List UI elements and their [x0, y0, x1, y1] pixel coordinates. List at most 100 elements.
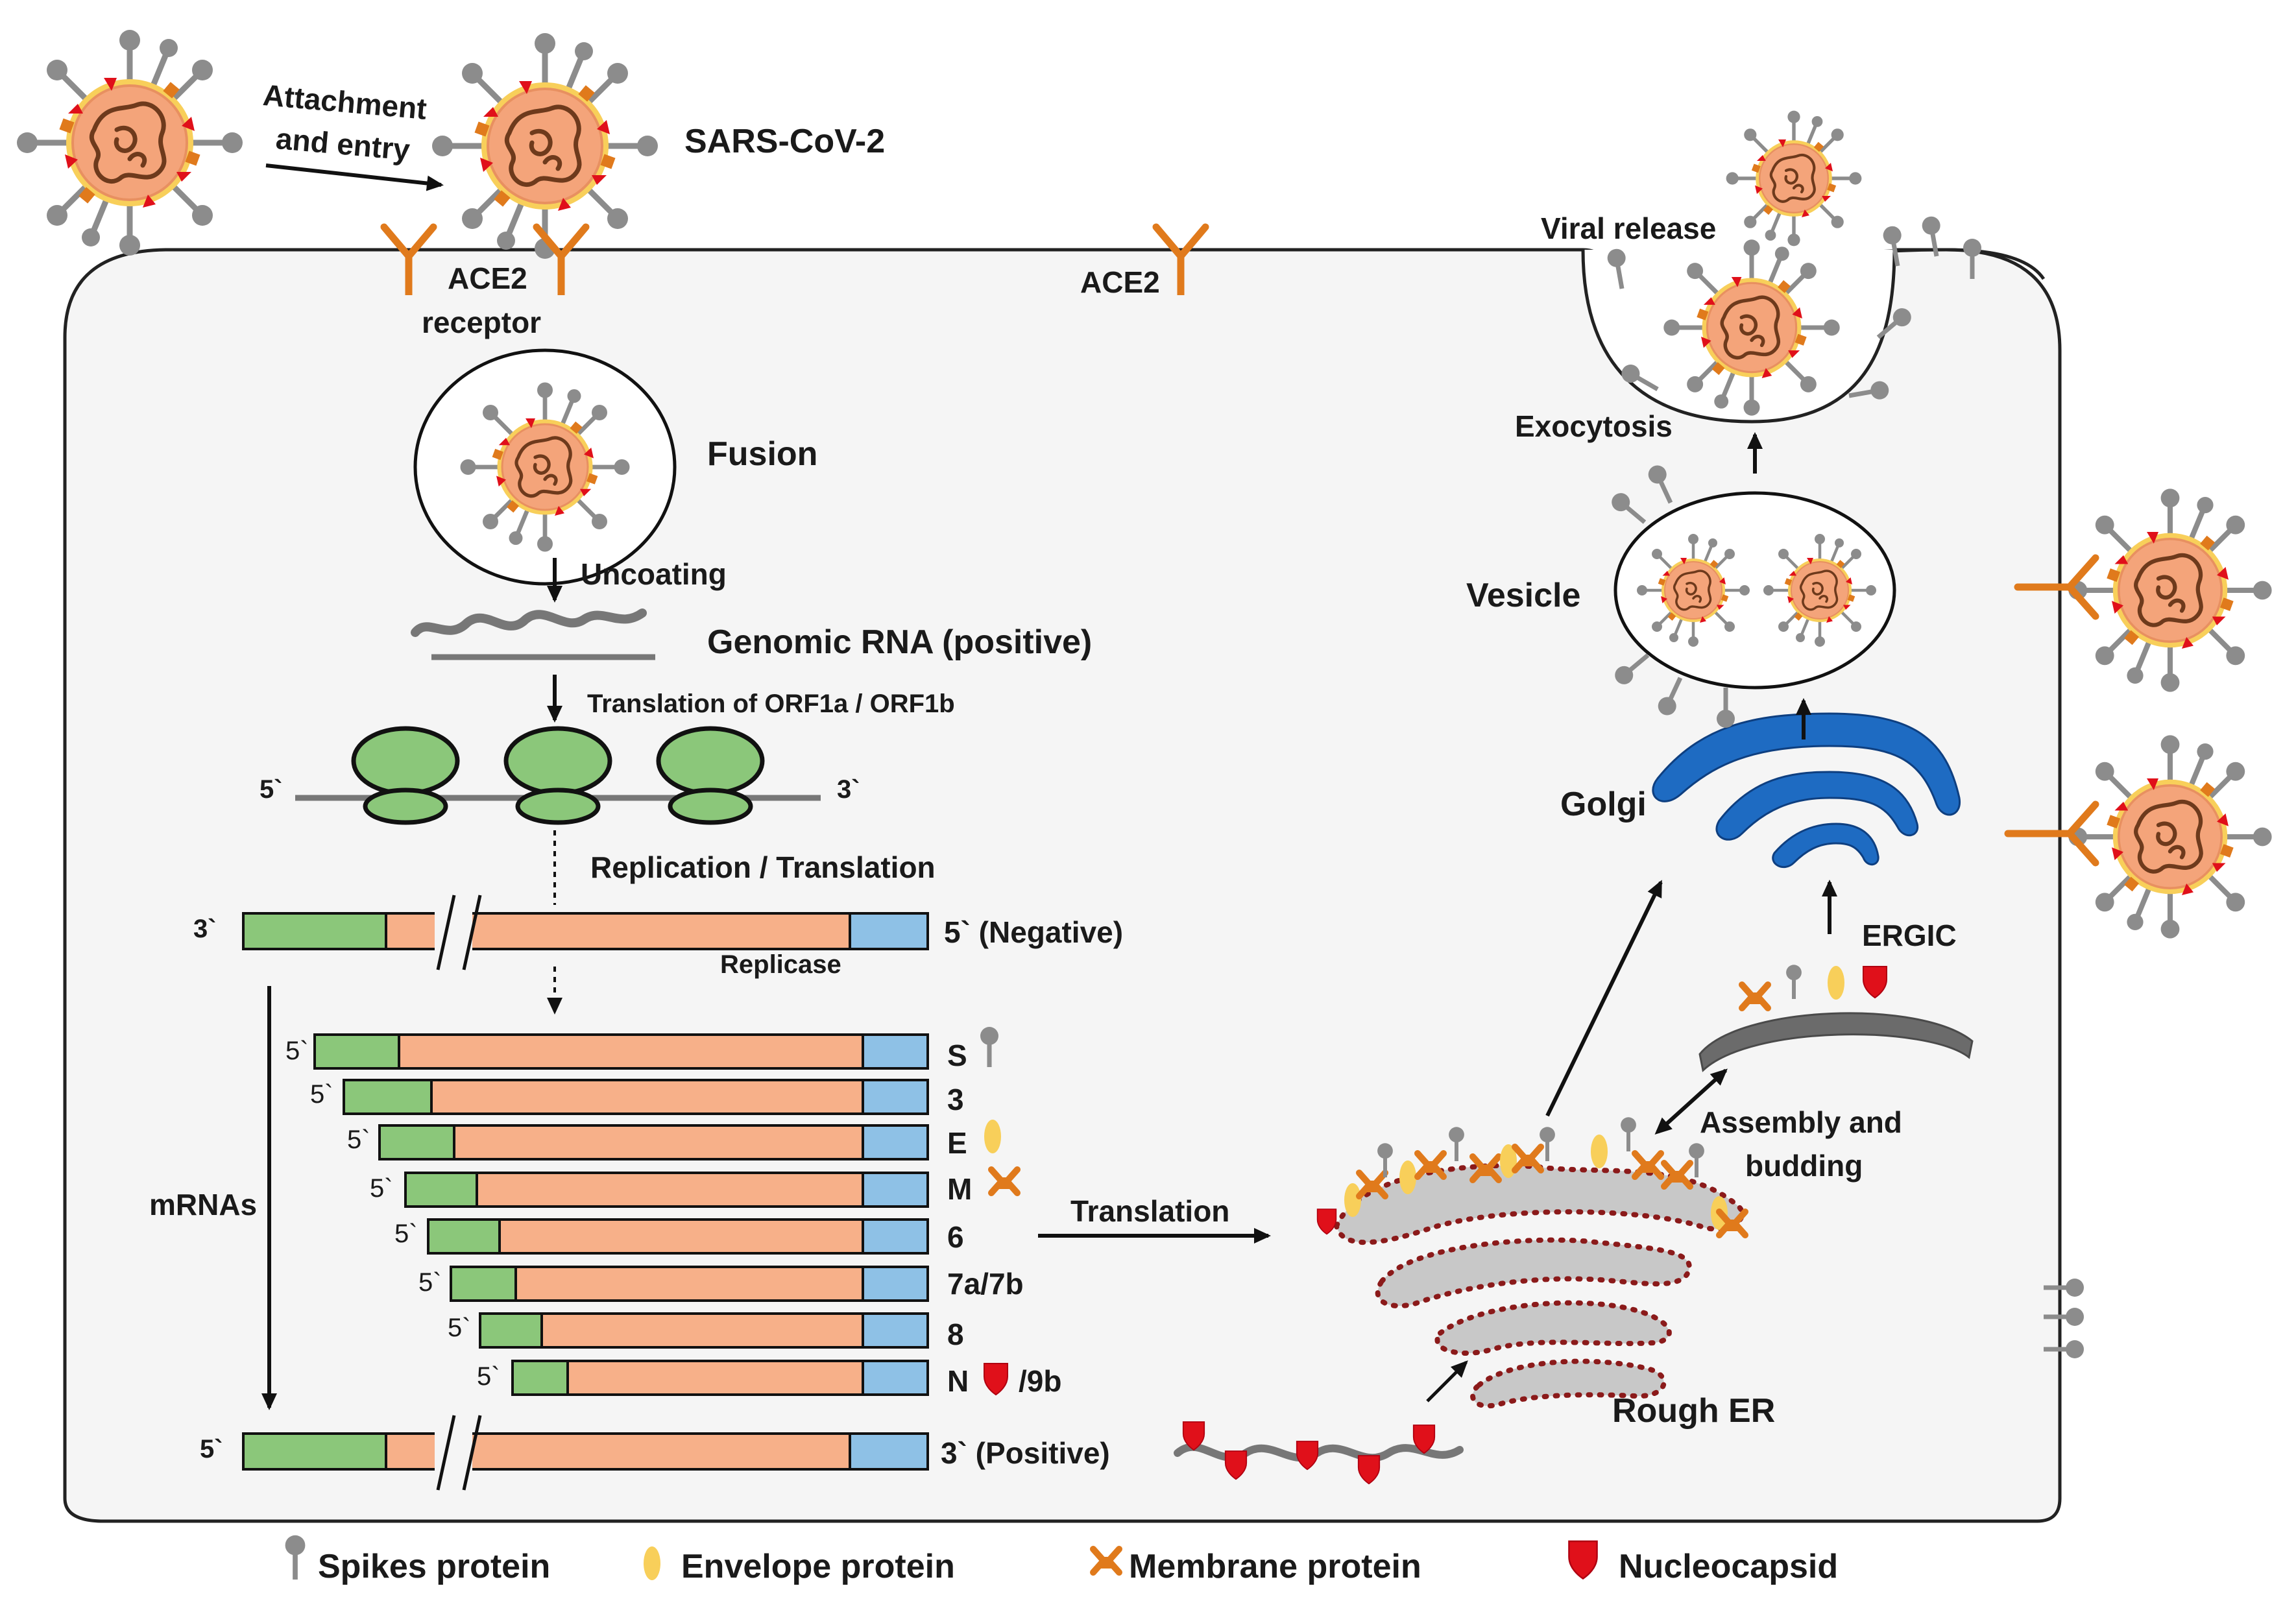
mrna-leader-segment	[479, 1312, 543, 1349]
budding-label: budding	[1745, 1149, 1863, 1183]
mrna-label-8: 8	[947, 1317, 964, 1351]
virus-icon	[1637, 534, 1750, 647]
virus-icon	[1726, 111, 1862, 246]
mrna-utr-segment	[862, 1218, 929, 1255]
mrna-utr-segment	[862, 1079, 929, 1115]
vesicle-label: Vesicle	[1466, 577, 1581, 614]
mrna-leader-segment	[404, 1172, 478, 1208]
mrna-five-prime: 5`	[310, 1080, 333, 1109]
negative-three-prime: 3`	[193, 915, 217, 943]
virus-icon	[1763, 534, 1876, 647]
orf-three-prime: 3`	[837, 775, 860, 804]
genomic-rna-label: Genomic RNA (positive)	[707, 623, 1093, 661]
ace2-receptor-icon	[2004, 554, 2099, 867]
attachment-arrow	[265, 163, 444, 191]
nucleocapsid-icon	[1568, 1540, 1598, 1580]
assembly-double-arrow	[1654, 1068, 1728, 1135]
cell-membrane	[63, 248, 2062, 1523]
mrna-five-prime: 5`	[347, 1125, 370, 1154]
receptor-label: receptor	[422, 306, 542, 339]
virus-icon	[1663, 239, 1839, 415]
translation-label: Translation	[1070, 1194, 1230, 1228]
mrna-utr-segment	[862, 1172, 929, 1208]
ace2-label: ACE2	[448, 261, 527, 295]
mrna-five-prime: 5`	[418, 1268, 442, 1297]
mrna-label-e: E	[947, 1126, 967, 1160]
ergic	[1698, 1012, 1974, 1072]
golgi	[1652, 712, 1961, 869]
replicase-label: Replicase	[720, 950, 841, 979]
mrna-orf-segment	[430, 1079, 864, 1115]
mrna-label-6: 6	[947, 1220, 964, 1254]
mrna-orf-segment	[498, 1218, 864, 1255]
mrna-five-prime: 5`	[448, 1314, 471, 1342]
negative-strand	[242, 912, 929, 950]
virus-icon	[17, 30, 243, 256]
mrna-label-7a7b: 7a/7b	[947, 1267, 1024, 1301]
golgi-label: Golgi	[1560, 786, 1647, 823]
assembly-label: Assembly and	[1700, 1105, 1902, 1139]
mrna-five-prime: 5`	[370, 1174, 393, 1203]
legend-envelope: Envelope protein	[681, 1548, 955, 1585]
mrna-orf-segment	[453, 1124, 864, 1160]
mrna-leader-segment	[313, 1033, 400, 1070]
legend-nucleocapsid: Nucleocapsid	[1619, 1548, 1839, 1585]
mrna-five-prime: 5`	[285, 1037, 309, 1065]
mrnas-label: mRNAs	[149, 1188, 258, 1221]
envelope-icon	[644, 1546, 660, 1580]
mrna-five-prime: 5`	[394, 1220, 418, 1248]
er-to-golgi-arrow	[1545, 880, 1663, 1117]
mrna-leader-segment	[378, 1124, 455, 1160]
membrane-protein-icon	[1093, 1549, 1119, 1572]
mrna-leader-segment	[450, 1266, 517, 1302]
mrna-label-n: N	[947, 1364, 969, 1398]
legend-membrane: Membrane protein	[1129, 1548, 1421, 1585]
strand-break	[435, 1415, 482, 1491]
envelope-icon	[984, 1120, 1001, 1153]
mrna-utr-segment	[862, 1360, 929, 1396]
legend-spikes: Spikes protein	[318, 1548, 551, 1585]
rough-er-label: Rough ER	[1612, 1392, 1776, 1430]
translation-orf-label: Translation of ORF1a / ORF1b	[587, 690, 955, 718]
ribosome	[659, 728, 762, 823]
virus-icon	[432, 33, 658, 259]
rough-er	[1333, 1162, 1745, 1409]
replication-label: Replication / Translation	[590, 850, 936, 884]
mrna-label-m: M	[947, 1172, 973, 1206]
mrna-label-9b: /9b	[1019, 1364, 1062, 1398]
mrna-leader-segment	[511, 1360, 569, 1396]
mrna-orf-segment	[476, 1172, 864, 1208]
mrna-orf-segment	[398, 1033, 864, 1070]
ergic-label: ERGIC	[1862, 919, 1957, 952]
virus-icon	[2068, 735, 2271, 938]
mrna-leader-segment	[343, 1079, 433, 1115]
mrna-to-er-arrow	[1426, 1360, 1468, 1402]
virus-icon	[2068, 488, 2271, 691]
ribosome	[354, 728, 457, 823]
positive-strand	[242, 1432, 929, 1471]
viral-release-label: Viral release	[1541, 211, 1717, 245]
uncoating-label: Uncoating	[581, 557, 727, 591]
strand-break	[435, 895, 482, 970]
virus-icon	[461, 383, 630, 552]
virus-name-label: SARS-CoV-2	[684, 123, 886, 160]
genomic-rna-strand	[411, 608, 647, 637]
vesicle	[1613, 491, 1896, 690]
mrna-orf-segment	[540, 1312, 864, 1349]
ace2-label-right: ACE2	[1080, 265, 1160, 299]
mrna-utr-segment	[862, 1266, 929, 1302]
ribosome	[506, 728, 610, 823]
fusion-label: Fusion	[707, 435, 818, 473]
subgenomic-mrna-set	[313, 1033, 929, 1396]
mrna-orf-segment	[514, 1266, 864, 1302]
mrna-label-3: 3	[947, 1083, 964, 1116]
mrna-label-s: S	[947, 1039, 967, 1072]
mrna-leader-segment	[427, 1218, 501, 1255]
exocytosis-label: Exocytosis	[1515, 409, 1673, 443]
mrna-utr-segment	[862, 1312, 929, 1349]
positive-end-label: 3` (Positive)	[941, 1436, 1110, 1470]
mrna-utr-segment	[862, 1033, 929, 1070]
mrna-utr-segment	[862, 1124, 929, 1160]
negative-end-label: 5` (Negative)	[944, 915, 1124, 949]
